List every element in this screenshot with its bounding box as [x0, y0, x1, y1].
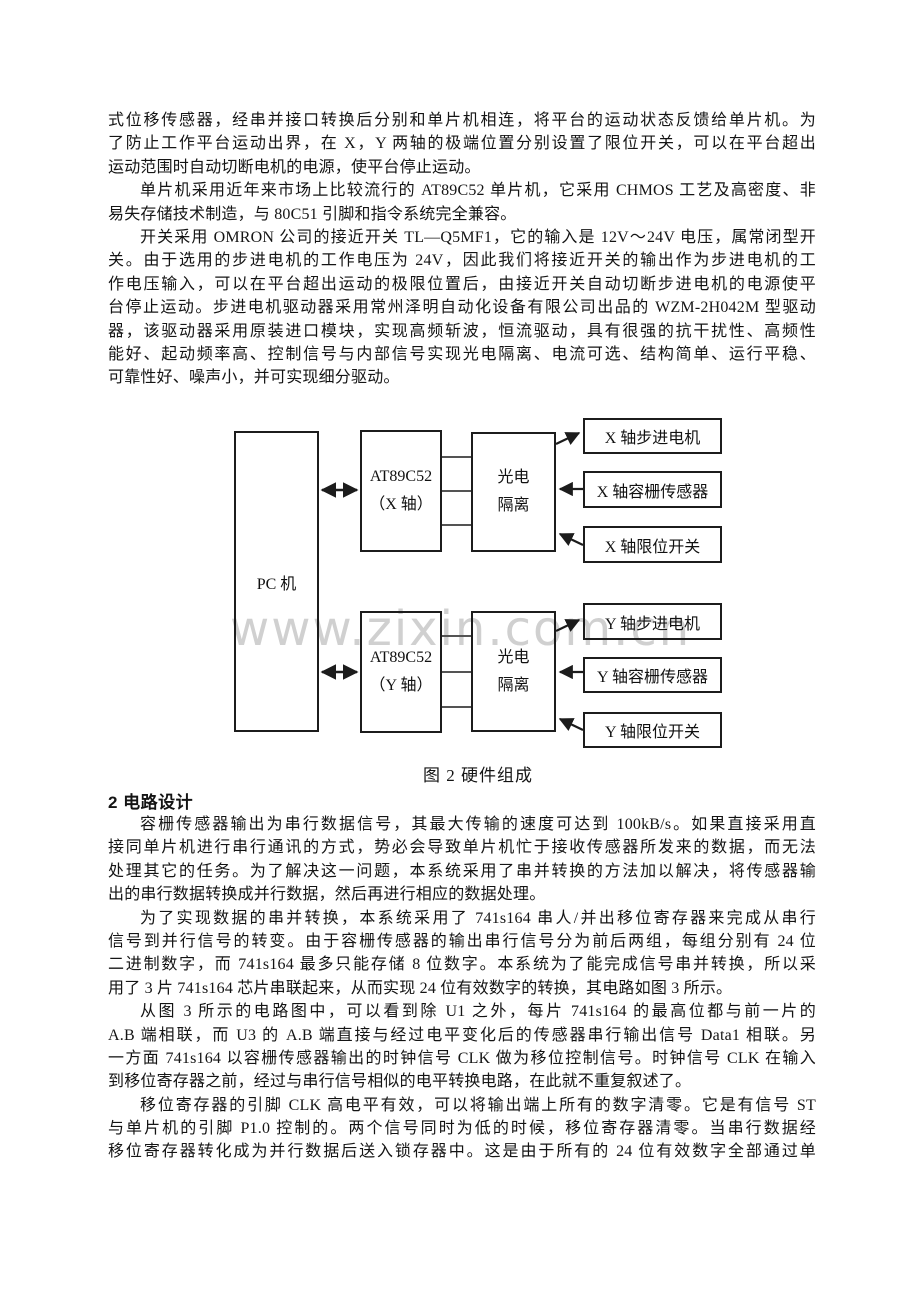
box-label: X 轴限位开关: [604, 538, 701, 556]
diagram-box-sensor-y: Y 轴容栅传感器: [583, 657, 722, 693]
text-line: 能好、起动频率高、控制信号与内部信号实现光电隔离、电流可选、结构简单、运行平稳、: [108, 345, 816, 363]
text-line: 开关采用 OMRON 公司的接近开关 TL—Q5MF1，它的输入是 12V～24…: [140, 228, 816, 246]
text-line: 为了实现数据的串并转换，本系统采用了 741s164 串人/并出移位寄存器来完成…: [140, 909, 816, 927]
text-line: A.B 端相联，而 U3 的 A.B 端直接与经过电平变化后的传感器串行输出信号…: [108, 1026, 816, 1044]
text-line: 易失存储技术制造，与 80C51 引脚和指令系统完全兼容。: [108, 205, 517, 223]
box-label: （Y 轴）: [369, 677, 433, 694]
text-line: 移位寄存器转化成为并行数据后送入锁存器中。这是由于所有的 24 位有效数字全部通…: [108, 1143, 816, 1161]
box-label: AT89C52: [369, 649, 433, 666]
box-label: X 轴容栅传感器: [596, 483, 709, 501]
text-line: 接同单片机进行串行通讯的方式，势必会导致单片机忙于接收传感器所发来的数据，而无法: [108, 839, 816, 857]
paragraph: 开关采用 OMRON 公司的接近开关 TL—Q5MF1，它的输入是 12V～24…: [108, 226, 816, 390]
box-label: X 轴步进电机: [604, 430, 701, 447]
paragraph: 为了实现数据的串并转换，本系统采用了 741s164 串人/并出移位寄存器来完成…: [108, 907, 816, 1001]
box-label: Y 轴限位开关: [605, 724, 700, 741]
text-line: 容栅传感器输出为串行数据信号，其最大传输的速度可达到 100kB/s。如果直接采…: [140, 816, 816, 833]
text-line: 用了 3 片 741s164 芯片串联起来，从而实现 24 位有效数字的转换，其…: [108, 979, 733, 997]
diagram-box-mcu-y: AT89C52 （Y 轴）: [360, 611, 442, 733]
text-block-top: 式位移传感器，经串并接口转换后分别和单片机相连，将平台的运动状态反馈给单片机。为…: [108, 109, 816, 390]
diagram-box-iso-y: 光电 隔离: [471, 611, 556, 732]
text-line: 一方面 741s164 以容栅传感器输出的时钟信号 CLK 做为移位控制信号。时…: [108, 1049, 816, 1067]
paragraph: 容栅传感器输出为串行数据信号，其最大传输的速度可达到 100kB/s。如果直接采…: [108, 813, 816, 907]
text-block-bottom: 容栅传感器输出为串行数据信号，其最大传输的速度可达到 100kB/s。如果直接采…: [108, 813, 816, 1164]
box-label: Y 轴步进电机: [605, 615, 700, 633]
box-label: PC 机: [256, 575, 297, 593]
text-line: 信号到并行信号的转变。由于容栅传感器的输出串行信号分为前后两组，每组分别有 24…: [108, 932, 816, 950]
text-line: 二进制数字，而 741s164 最多只能存储 8 位数字。本系统为了能完成信号串…: [108, 956, 816, 974]
text-line: 从图 3 所示的电路图中，可以看到除 U1 之外，每片 741s164 的最高位…: [140, 1003, 816, 1021]
box-label: （X 轴）: [369, 496, 433, 513]
arrow-limit-y-to-iso-y: [558, 718, 584, 732]
text-line: 运动范围时自动切断电机的电源，使平台停止运动。: [108, 158, 481, 176]
watermark: www.zixin.com.cn: [230, 601, 692, 657]
text-line: 器，该驱动器采用原装进口模块，实现高频斩波，恒流驱动，具有很强的抗干扰性、高频性: [108, 322, 816, 340]
box-label: Y 轴容栅传感器: [597, 669, 708, 686]
paragraph: 移位寄存器的引脚 CLK 高电平有效，可以将输出端上所有的数字清零。它是有信号 …: [108, 1094, 816, 1164]
text-line: 台停止运动。步进电机驱动器采用常州泽明自动化设备有限公司出品的 WZM-2H04…: [108, 299, 816, 317]
text-line: 关。由于选用的步进电机的工作电压为 24V，因此我们将接近开关的输出作为步进电机…: [108, 252, 816, 270]
arrow-limit-x-to-iso-x: [558, 533, 584, 547]
text-line: 处理其它的任务。为了解决这一问题，本系统采用了串并转换的方法加以解决，将传感器输: [108, 862, 816, 880]
section-heading: 2 电路设计: [108, 793, 194, 812]
diagram-box-limit-x: X 轴限位开关: [583, 526, 722, 563]
paragraph: 从图 3 所示的电路图中，可以看到除 U1 之外，每片 741s164 的最高位…: [108, 1000, 816, 1094]
diagram-box-pc: PC 机: [234, 431, 319, 732]
text-line: 到移位寄存器之前，经过与串行信号相似的电平转换电路，在此就不重复叙述了。: [108, 1073, 692, 1091]
box-label: 隔离: [497, 676, 530, 694]
text-line: 可靠性好、噪声小，并可实现细分驱动。: [108, 369, 400, 387]
box-label: 光电: [497, 469, 530, 486]
text-line: 与单片机的引脚 P1.0 控制的。两个信号同时为低的时候，移位寄存器清零。当串行…: [108, 1120, 816, 1138]
text-line: 单片机采用近年来市场上比较流行的 AT89C52 单片机，它采用 CHMOS 工…: [140, 182, 816, 200]
box-label: 光电: [497, 648, 530, 666]
figure-caption: 图 2 硬件组成: [423, 766, 533, 785]
text-line: 移位寄存器的引脚 CLK 高电平有效，可以将输出端上所有的数字清零。它是有信号 …: [140, 1096, 816, 1114]
paragraph: 式位移传感器，经串并接口转换后分别和单片机相连，将平台的运动状态反馈给单片机。为…: [108, 109, 816, 179]
text-line: 了防止工作平台运动出界，在 X，Y 两轴的极端位置分别设置了限位开关，可以在平台…: [108, 135, 816, 153]
arrow-iso-x-to-motor-x: [555, 432, 581, 446]
box-label: 隔离: [497, 497, 530, 514]
paragraph: 单片机采用近年来市场上比较流行的 AT89C52 单片机，它采用 CHMOS 工…: [108, 179, 816, 226]
diagram-box-iso-x: 光电 隔离: [471, 432, 556, 552]
diagram-box-limit-y: Y 轴限位开关: [583, 712, 722, 748]
diagram-box-motor-x: X 轴步进电机: [583, 418, 722, 454]
text-line: 式位移传感器，经串并接口转换后分别和单片机相连，将平台的运动状态反馈给单片机。为: [108, 112, 816, 129]
text-line: 出的串行数据转换成并行数据，然后再进行相应的数据处理。: [108, 886, 546, 904]
diagram-box-mcu-x: AT89C52 （X 轴）: [360, 430, 442, 552]
text-line: 作电压输入，可以在平台超出运动的极限位置后，由接近开关自动切断步进电机的电源使平: [108, 275, 816, 293]
box-label: AT89C52: [369, 468, 433, 485]
diagram-box-sensor-x: X 轴容栅传感器: [583, 471, 722, 508]
diagram-box-motor-y: Y 轴步进电机: [583, 603, 722, 640]
